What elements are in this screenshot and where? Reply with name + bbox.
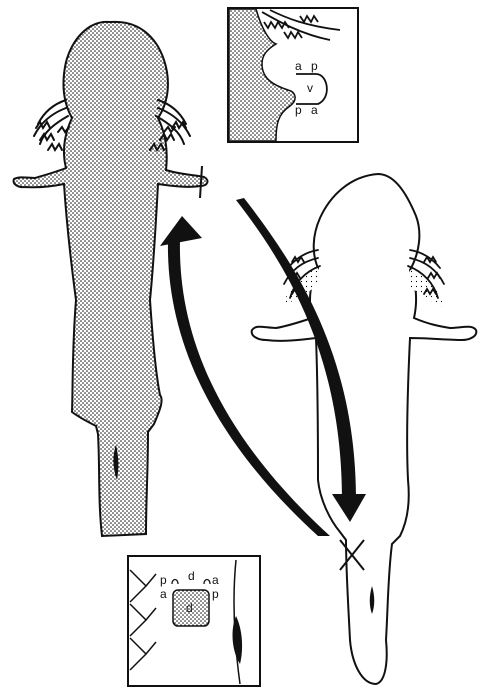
inset-bottom-label-d-center: d (186, 601, 193, 615)
white-axolotl (252, 174, 477, 684)
inset-top-label-p-top: p (311, 59, 318, 73)
inset-top-label-v: v (307, 81, 313, 95)
inset-bottom: p a d d a p (128, 556, 260, 686)
inset-top: a p v p a (228, 8, 358, 142)
inset-bottom-label-p-right: p (212, 587, 219, 601)
inset-bottom-label-a-right: a (212, 573, 219, 587)
inset-top-label-a-top: a (295, 59, 302, 73)
limb-cut-marker (200, 166, 202, 198)
white-axolotl-body (252, 174, 477, 684)
inset-bottom-label-d-top: d (188, 569, 195, 583)
arrow-up-head (160, 216, 202, 246)
inset-top-label-a-bottom: a (311, 103, 318, 117)
inset-bottom-label-a-left: a (160, 587, 167, 601)
inset-top-label-p-bottom: p (295, 103, 302, 117)
inset-bottom-label-p-left: p (160, 573, 167, 587)
